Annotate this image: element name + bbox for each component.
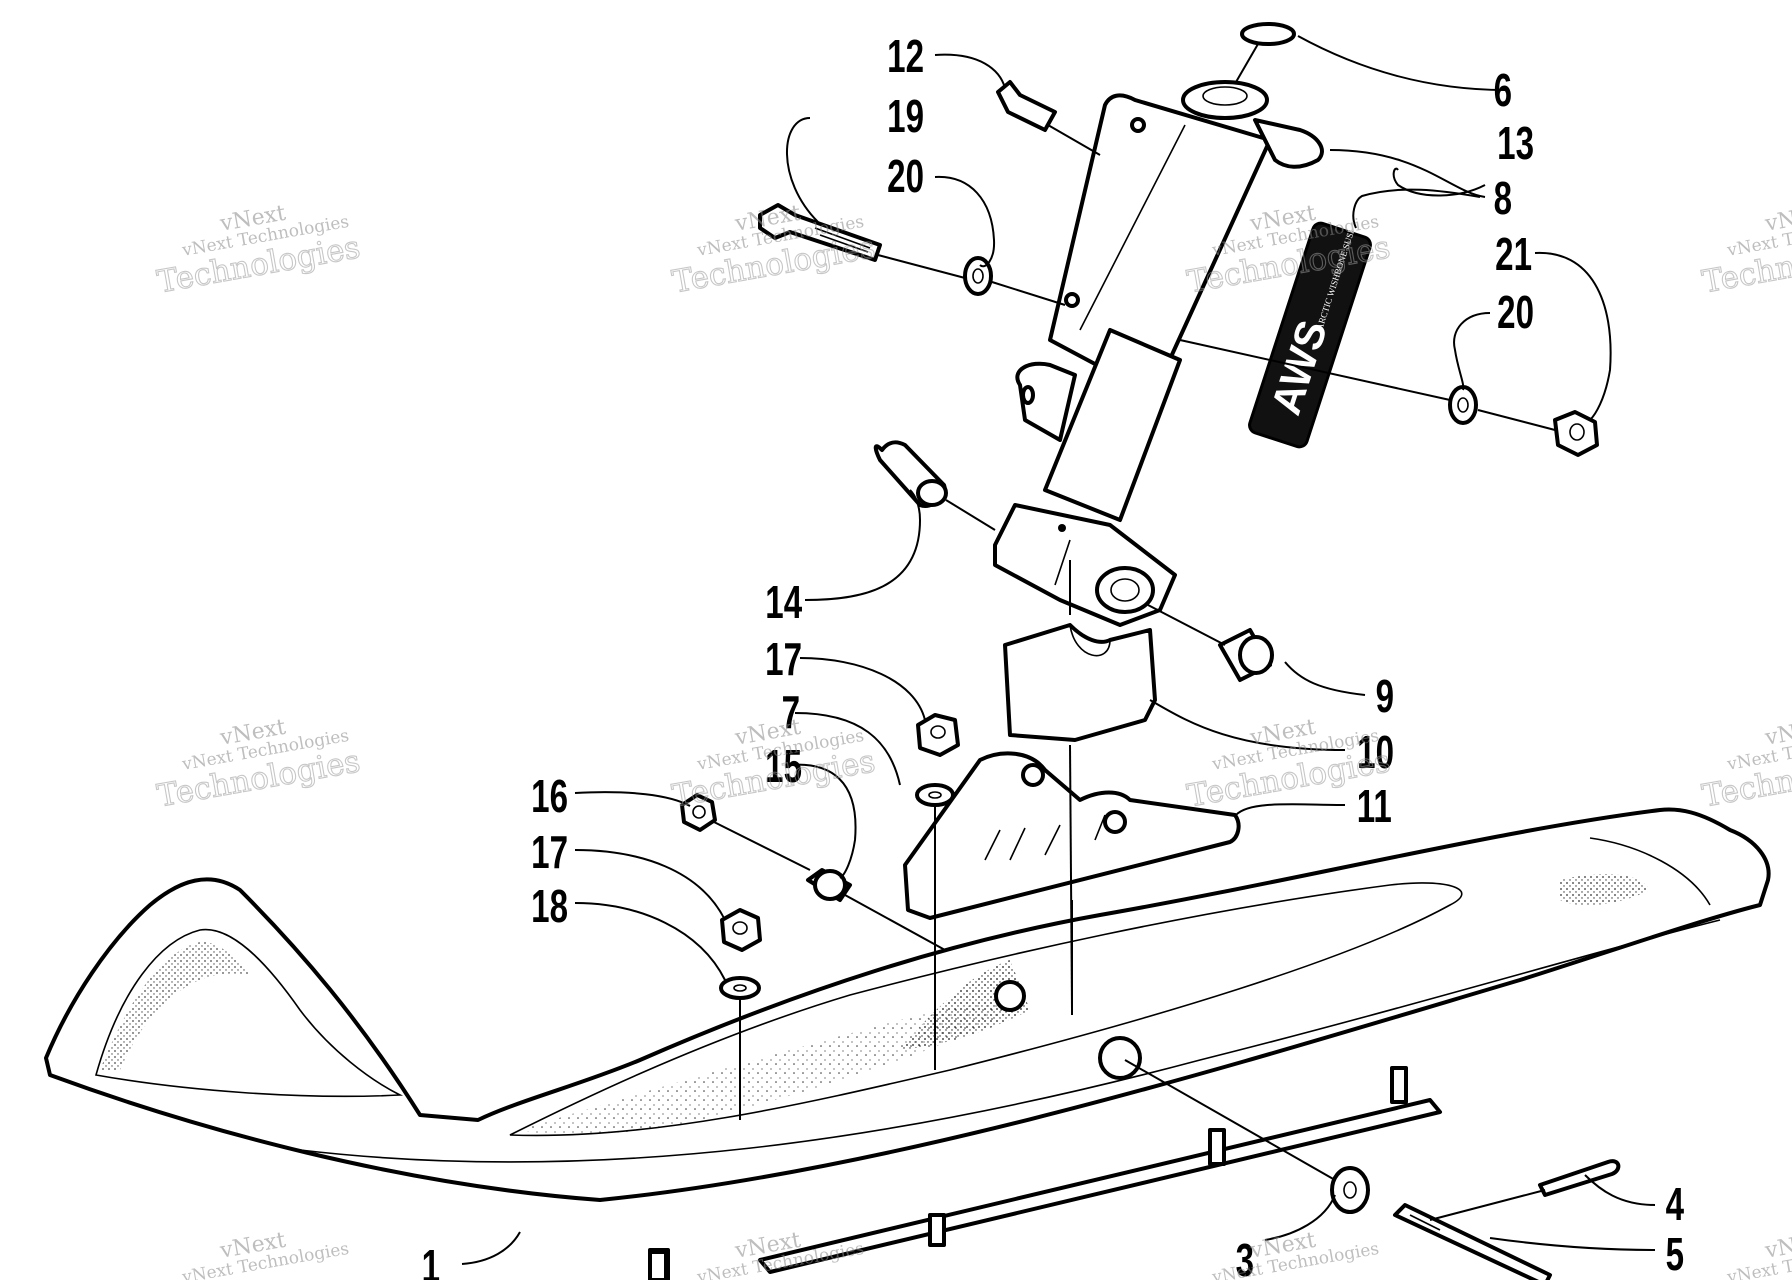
callout-21: 21 — [1495, 230, 1532, 280]
callout-17-lower: 17 — [531, 828, 568, 878]
callout-18: 18 — [531, 882, 568, 932]
callout-11: 11 — [1357, 782, 1392, 832]
watermark-11: vNext vNext Technologies — [1210, 1228, 1381, 1280]
watermark-10: vNext vNext Technologies — [695, 1228, 866, 1280]
callout-1: 1 — [422, 1242, 440, 1280]
callout-13: 13 — [1497, 119, 1534, 169]
callout-20-left: 20 — [887, 152, 924, 202]
callout-10: 10 — [1357, 728, 1394, 778]
part-cotter-pin — [1429, 1159, 1621, 1221]
watermark-2: vNext vNext Technologies Technologies — [669, 201, 878, 301]
callout-7: 7 — [782, 688, 800, 738]
callout-8: 8 — [1494, 174, 1512, 224]
watermark-12: vNext vNext Technologies — [1725, 1228, 1792, 1280]
watermark-8: vNext vNext Technologies Technologies — [1699, 715, 1792, 815]
callout-12: 12 — [887, 32, 924, 82]
part-grease-fitting — [996, 80, 1101, 156]
callout-20-right: 20 — [1497, 288, 1534, 338]
part-washer-3 — [1124, 1059, 1370, 1214]
part-cap — [1235, 22, 1296, 83]
watermark-5: vNext vNext Technologies Technologies — [154, 715, 363, 815]
leader-lines — [461, 35, 1656, 1265]
callout-16: 16 — [531, 772, 568, 822]
part-nut-lower — [720, 908, 762, 952]
part-bushing-lower — [1147, 604, 1274, 682]
part-saddle — [903, 744, 1241, 1015]
callout-14: 14 — [765, 578, 802, 628]
callout-5: 5 — [1666, 1230, 1684, 1280]
callout-3: 3 — [1236, 1236, 1254, 1280]
callout-19: 19 — [887, 92, 924, 142]
part-spacer-block — [1003, 560, 1157, 742]
callout-15: 15 — [765, 742, 802, 792]
watermark-4: vNext vNext Technologies Technologies — [1699, 201, 1792, 301]
spindle-assembly — [993, 80, 1324, 627]
part-bolt-bottom — [648, 1250, 668, 1280]
part-washer-upper — [915, 783, 955, 1070]
part-nut-right — [1553, 410, 1599, 457]
part-bushing-15 — [806, 868, 946, 951]
part-bushing-upper — [873, 440, 996, 531]
callout-4: 4 — [1666, 1180, 1685, 1230]
watermark-9: vNext vNext Technologies — [180, 1228, 351, 1280]
callout-17-upper: 17 — [765, 635, 802, 685]
watermark-1: vNext vNext Technologies Technologies — [154, 201, 363, 301]
part-nut-upper — [916, 713, 960, 757]
part-bolt — [758, 203, 966, 279]
part-nut-16 — [680, 793, 811, 871]
part-washer-lower — [719, 976, 761, 1120]
part-washer-right — [1179, 339, 1556, 431]
callout-numbers: 1 3 4 5 6 13 8 21 20 9 10 11 12 19 20 14… — [422, 32, 1685, 1280]
callout-9: 9 — [1376, 672, 1394, 722]
callout-6: 6 — [1494, 66, 1512, 116]
part-pin — [1393, 1203, 1552, 1280]
